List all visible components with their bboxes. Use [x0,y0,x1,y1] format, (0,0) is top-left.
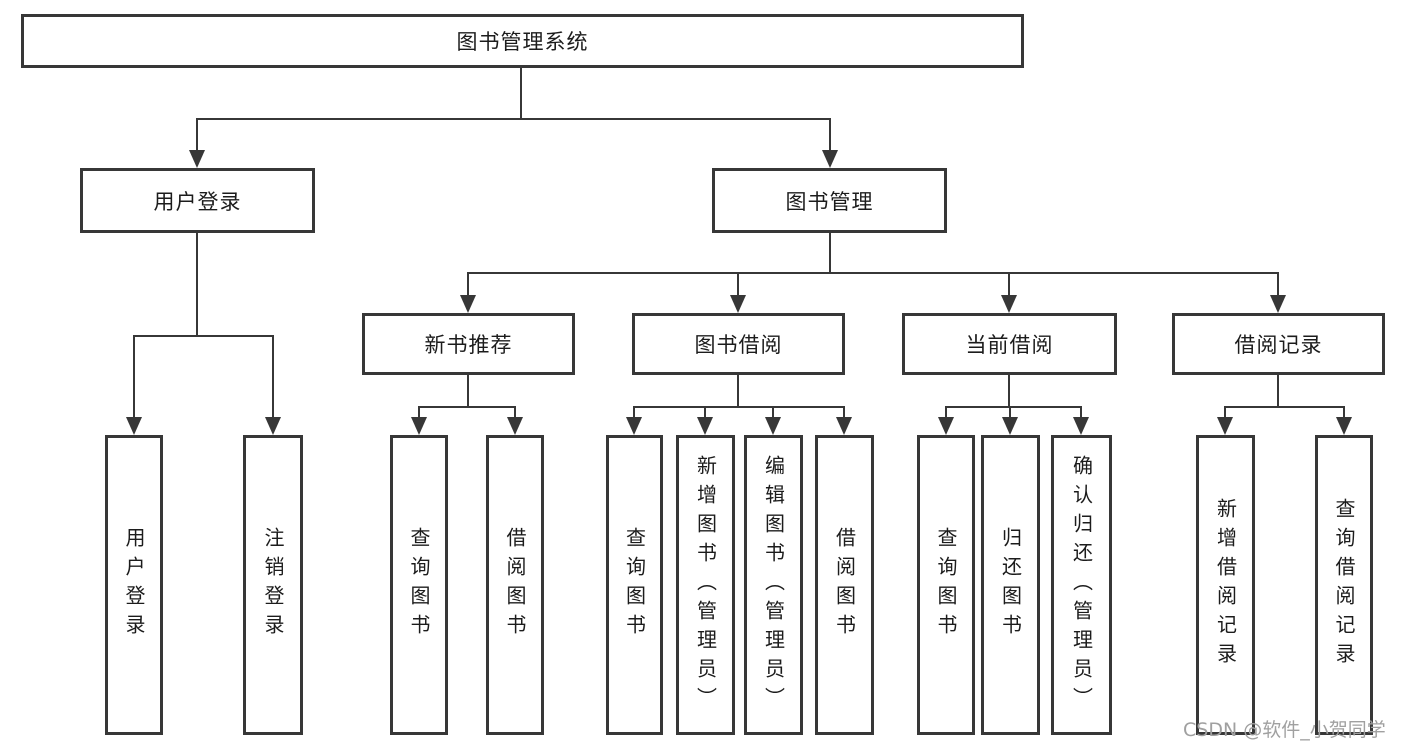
arrowhead-down-icon [1217,417,1233,435]
connector-line [196,118,198,152]
leaf-borrow-edit-books-admin: 编辑图书（管理员） [744,435,803,735]
connector-line [514,406,516,419]
node-borrow-records: 借阅记录 [1172,313,1385,375]
leaf-current-confirm-return-admin: 确认归还（管理员） [1051,435,1112,735]
connector-line [945,406,1082,408]
node-label: 确认归还（管理员） [1069,454,1094,716]
leaf-current-return-books: 归还图书 [981,435,1040,735]
connector-line [704,406,706,419]
arrowhead-down-icon [189,150,205,168]
leaf-records-query-record: 查询借阅记录 [1315,435,1373,735]
node-label: 用户登录 [122,527,146,643]
leaf-recommend-query-books: 查询图书 [390,435,448,735]
connector-line [133,335,273,337]
connector-line [737,375,739,406]
connector-line [633,406,844,408]
node-label: 当前借阅 [965,333,1054,357]
node-label: 用户登录 [153,189,242,214]
leaf-current-query-books: 查询图书 [917,435,975,735]
connector-line [467,272,469,298]
arrowhead-down-icon [730,295,746,313]
connector-line [1224,406,1226,419]
connector-line [945,406,947,419]
connector-line [520,68,522,118]
node-label: 借阅记录 [1234,333,1323,357]
node-label: 注销登录 [261,527,285,643]
connector-line [1008,375,1010,406]
connector-line [133,335,135,419]
connector-line [633,406,635,419]
node-label: 图书借阅 [694,333,783,357]
connector-line [829,233,831,272]
arrowhead-down-icon [697,417,713,435]
node-label: 查询图书 [934,527,958,643]
node-root: 图书管理系统 [21,14,1024,68]
arrowhead-down-icon [1001,295,1017,313]
node-label: 新增图书（管理员） [693,454,718,716]
connector-line [418,406,516,408]
node-label: 编辑图书（管理员） [761,454,786,716]
node-label: 查询图书 [622,527,647,643]
leaf-borrow-add-books-admin: 新增图书（管理员） [676,435,735,735]
connector-line [829,118,831,152]
arrowhead-down-icon [1270,295,1286,313]
leaf-logout-login: 注销登录 [243,435,303,735]
arrowhead-down-icon [938,417,954,435]
node-label: 图书管理系统 [456,30,589,54]
arrowhead-down-icon [507,417,523,435]
arrowhead-down-icon [626,417,642,435]
connector-line [1343,406,1345,419]
arrowhead-down-icon [1002,417,1018,435]
leaf-records-add-record: 新增借阅记录 [1196,435,1255,735]
node-book-management: 图书管理 [712,168,947,233]
node-label: 图书管理 [785,189,874,214]
leaf-user-login: 用户登录 [105,435,163,735]
connector-line [467,272,1279,274]
leaf-borrow-borrow-books: 借阅图书 [815,435,874,735]
node-label: 查询图书 [407,527,431,643]
node-label: 借阅图书 [832,527,857,643]
connector-line [1009,406,1011,419]
node-label: 新增借阅记录 [1213,498,1238,672]
node-current-borrow: 当前借阅 [902,313,1117,375]
connector-line [1224,406,1345,408]
arrowhead-down-icon [1073,417,1089,435]
connector-line [1008,272,1010,298]
node-user-login: 用户登录 [80,168,315,233]
node-new-book-recommend: 新书推荐 [362,313,575,375]
connector-line [1277,375,1279,406]
arrowhead-down-icon [460,295,476,313]
arrowhead-down-icon [836,417,852,435]
connector-line [737,272,739,298]
connector-line [772,406,774,419]
node-label: 归还图书 [998,527,1023,643]
arrowhead-down-icon [411,417,427,435]
leaf-borrow-query-books: 查询图书 [606,435,663,735]
connector-line [196,233,198,335]
connector-line [272,335,274,419]
arrowhead-down-icon [265,417,281,435]
connector-line [1277,272,1279,298]
node-label: 新书推荐 [424,333,513,357]
leaf-recommend-borrow-books: 借阅图书 [486,435,544,735]
csdn-watermark: CSDN @软件_小贺同学 [1183,719,1386,741]
connector-line [843,406,845,419]
connector-line [196,118,831,120]
node-book-borrow: 图书借阅 [632,313,845,375]
arrowhead-down-icon [1336,417,1352,435]
node-label: 借阅图书 [503,527,527,643]
connector-line [418,406,420,419]
connector-line [1080,406,1082,419]
arrowhead-down-icon [822,150,838,168]
node-label: 查询借阅记录 [1332,498,1356,672]
arrowhead-down-icon [765,417,781,435]
connector-line [467,375,469,406]
arrowhead-down-icon [126,417,142,435]
